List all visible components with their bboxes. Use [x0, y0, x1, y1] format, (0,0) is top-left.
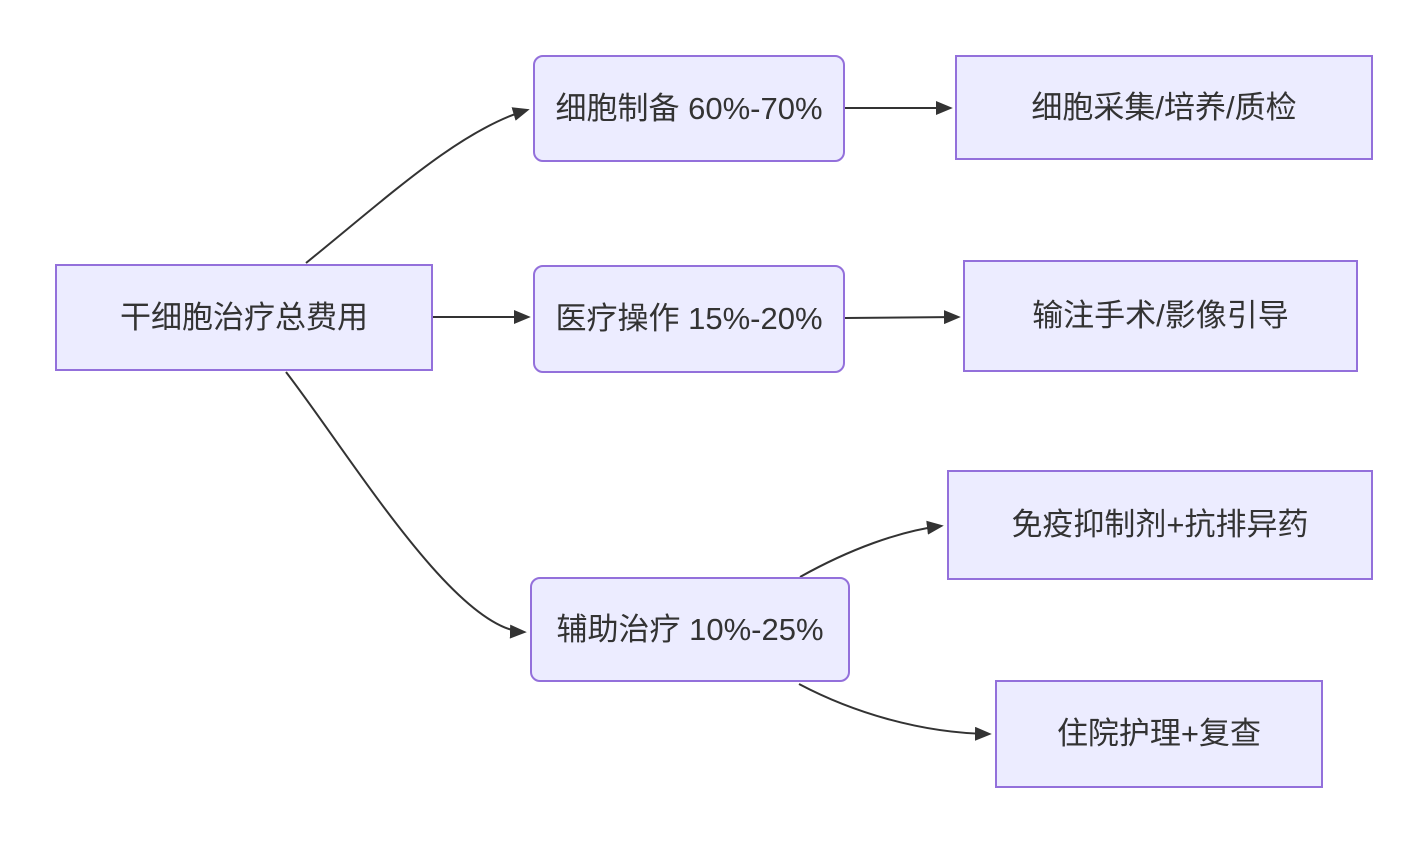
node-cell-preparation: 细胞制备 60%-70% — [533, 55, 845, 162]
node-adjunct-therapy-label: 辅助治疗 10%-25% — [556, 611, 824, 647]
edge-adjunct-to-immuno-detail — [799, 520, 944, 578]
node-total-cost: 干细胞治疗总费用 — [55, 264, 433, 371]
node-cell-preparation-detail-label: 细胞采集/培养/质检 — [1031, 89, 1297, 125]
node-adjunct-detail-immuno-label: 免疫抑制剂+抗排异药 — [1011, 507, 1309, 543]
edge-adjunct-to-hospital-detail — [798, 683, 992, 741]
node-total-cost-label: 干细胞治疗总费用 — [120, 299, 368, 335]
node-adjunct-detail-immuno: 免疫抑制剂+抗排异药 — [947, 470, 1373, 580]
edge-total-to-cell-preparation — [305, 107, 530, 264]
node-adjunct-detail-hospital: 住院护理+复查 — [995, 680, 1323, 788]
node-medical-operation-detail-label: 输注手术/影像引导 — [1032, 298, 1289, 334]
edge-total-to-adjunct-therapy — [285, 371, 527, 639]
node-medical-operation-label: 医疗操作 15%-20% — [555, 301, 823, 337]
node-medical-operation: 医疗操作 15%-20% — [533, 265, 845, 373]
node-medical-operation-detail: 输注手术/影像引导 — [963, 260, 1358, 372]
node-adjunct-detail-hospital-label: 住院护理+复查 — [1056, 716, 1262, 752]
edge-medical-operation-to-detail — [844, 310, 961, 325]
node-adjunct-therapy: 辅助治疗 10%-25% — [530, 577, 850, 682]
node-cell-preparation-label: 细胞制备 60%-70% — [555, 90, 823, 126]
node-cell-preparation-detail: 细胞采集/培养/质检 — [955, 55, 1373, 160]
